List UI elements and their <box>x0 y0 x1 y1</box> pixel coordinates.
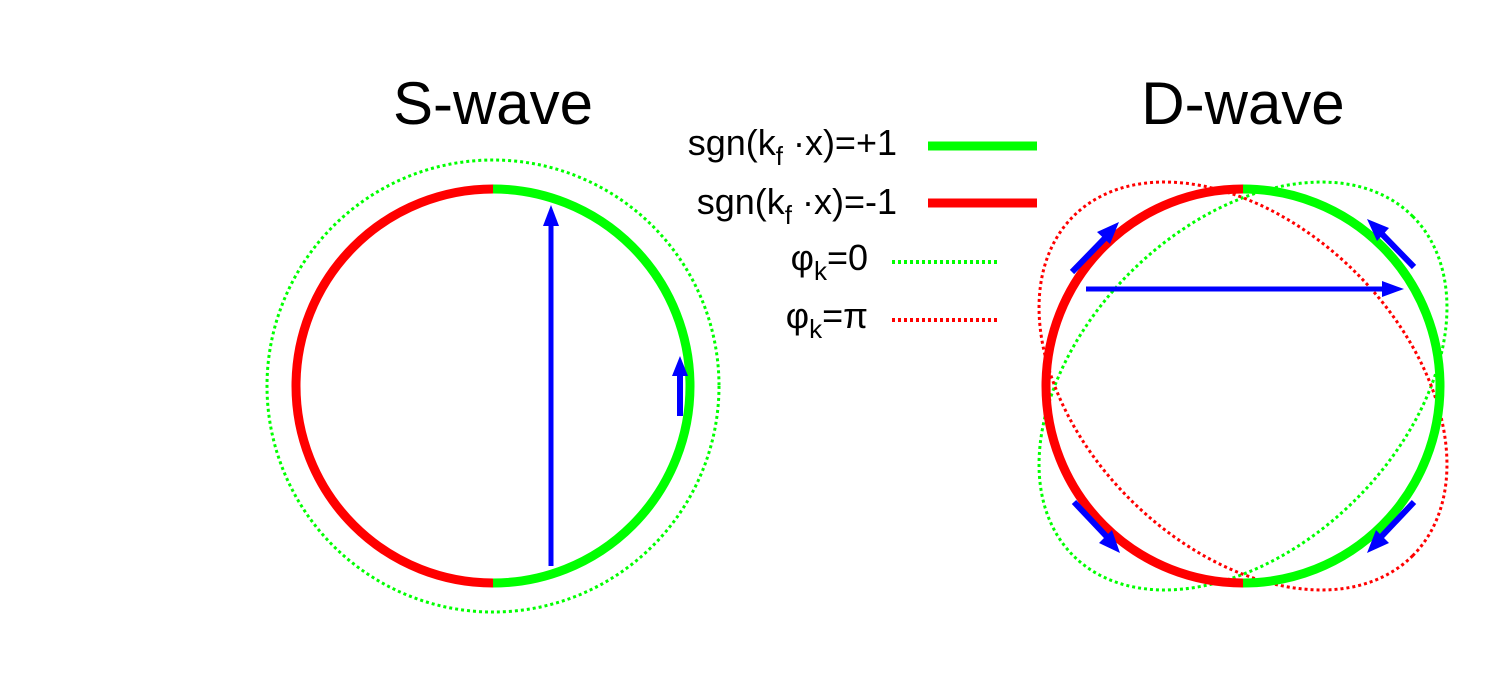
d-wave-lower-left-arrow-head <box>1099 530 1120 553</box>
d-wave-title: D-wave <box>1141 70 1344 137</box>
s-wave-short-arrow-head <box>672 356 688 376</box>
legend-label-phase-zero: φk=0 <box>791 237 868 286</box>
s-wave-positive-arc <box>492 184 695 588</box>
legend-label-negative-sign: sgn(kf ·x)=-1 <box>697 181 897 230</box>
d-wave-positive-arc <box>1242 184 1445 588</box>
s-wave-phase-zero-ring <box>265 158 721 614</box>
s-wave-negative-arc <box>291 184 494 588</box>
s-wave-title: S-wave <box>393 70 593 137</box>
d-wave-upper-right-arrow-shaft <box>1377 229 1417 270</box>
legend-label-positive-sign: sgn(kf ·x)=+1 <box>688 122 897 171</box>
d-wave-upper-left-arrow-shaft <box>1069 233 1110 275</box>
d-wave-upper-right-arrow-head <box>1367 219 1389 241</box>
d-wave-panel <box>1037 180 1449 592</box>
d-wave-lower-left-arrow-shaft <box>1071 499 1111 541</box>
legend: sgn(kf ·x)=+1 sgn(kf ·x)=-1 φk=0 φk=π <box>688 122 1037 344</box>
d-wave-lower-right-arrow-head <box>1367 530 1389 553</box>
d-wave-horizontal-arrow-head <box>1382 281 1404 297</box>
d-wave-phase-zero-lobes <box>1037 180 1449 592</box>
d-wave-phase-pi-lobes <box>1037 180 1449 592</box>
legend-label-phase-pi: φk=π <box>786 295 868 344</box>
s-wave-panel <box>265 158 721 614</box>
d-wave-lower-right-arrow-shaft <box>1377 499 1417 541</box>
s-wave-long-arrow-head <box>543 205 559 226</box>
d-wave-negative-arc <box>1041 184 1244 588</box>
d-wave-upper-left-arrow-head <box>1097 222 1119 244</box>
